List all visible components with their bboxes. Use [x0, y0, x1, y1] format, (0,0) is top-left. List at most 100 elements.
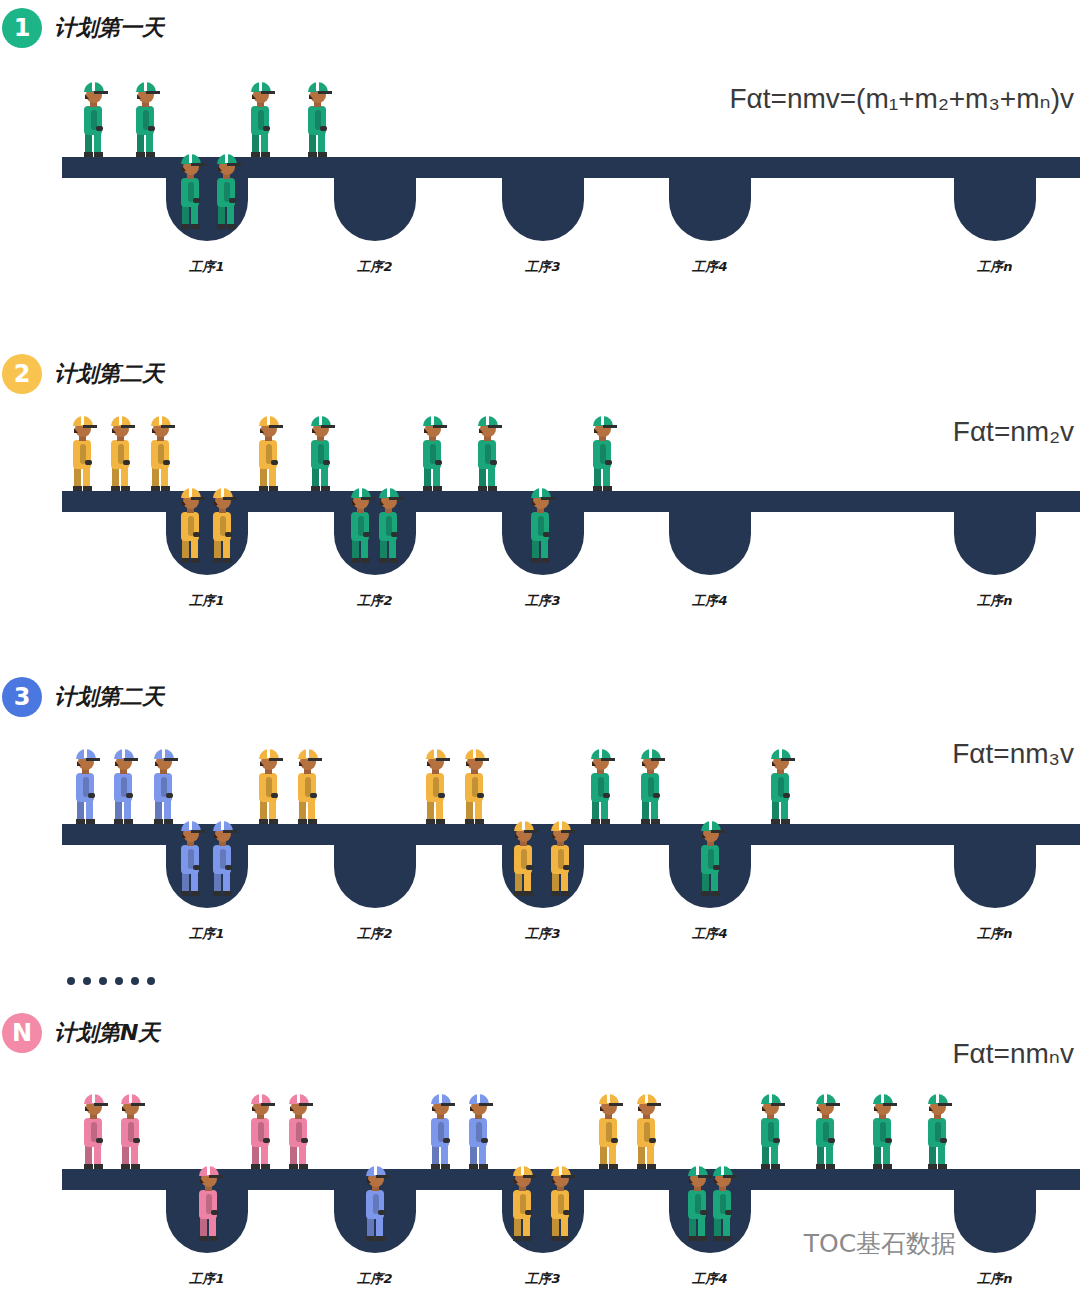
worker-glove: [229, 198, 236, 203]
worker-cap-brim: [191, 497, 205, 500]
worker-hair: [432, 1106, 436, 1111]
worker-cap: [351, 488, 371, 498]
worker-hair: [77, 761, 81, 766]
process-pit: [669, 824, 751, 908]
worker-arm: [188, 849, 194, 869]
worker-leg: [689, 1216, 696, 1238]
worker-figure: [641, 749, 665, 824]
worker-cap-stripe: [259, 1094, 262, 1103]
worker-figure: [181, 488, 205, 563]
worker-leg: [475, 799, 482, 821]
worker-glove: [481, 1138, 488, 1143]
worker-hair: [182, 833, 186, 838]
worker-body: [73, 440, 91, 469]
day-title: 计划第一天: [54, 13, 164, 43]
worker-cap: [289, 1094, 309, 1104]
worker-body: [514, 845, 532, 874]
worker-boot: [423, 486, 432, 491]
worker-leg: [433, 466, 440, 488]
worker-cap-stripe: [387, 488, 390, 497]
worker-leg: [122, 1144, 129, 1166]
worker-cap-brim: [711, 830, 725, 833]
worker-hair: [762, 1106, 766, 1111]
worker-cap: [114, 749, 134, 759]
worker-body: [289, 1118, 307, 1147]
worker-leg: [290, 1144, 297, 1166]
worker-cap: [217, 154, 237, 164]
worker-cap-brim: [561, 1175, 575, 1178]
worker-cap: [151, 416, 171, 426]
worker-body: [423, 440, 441, 469]
worker-cap-brim: [541, 497, 555, 500]
worker-figure: [426, 749, 450, 824]
worker-leg: [436, 799, 443, 821]
worker-leg: [321, 466, 328, 488]
worker-boot: [711, 891, 720, 896]
worker-cap-stripe: [221, 821, 224, 830]
worker-glove: [263, 1138, 270, 1143]
worker-figure: [114, 749, 138, 824]
worker-glove: [323, 460, 330, 465]
worker-body: [311, 440, 329, 469]
worker-boot: [637, 1164, 646, 1169]
worker-cap: [73, 416, 93, 426]
worker-boot: [647, 1164, 656, 1169]
worker-boot: [609, 1164, 618, 1169]
worker-boot: [441, 1164, 450, 1169]
worker-cap-brim: [488, 425, 502, 428]
worker-boot: [688, 1236, 697, 1241]
worker-boot: [531, 558, 540, 563]
worker-leg: [600, 1144, 607, 1166]
process-pit: [334, 491, 416, 575]
worker-boot: [227, 224, 236, 229]
worker-boot: [213, 891, 222, 896]
worker-figure: [928, 1094, 952, 1169]
worker-boot: [488, 486, 497, 491]
worker-leg: [309, 132, 316, 154]
worker-cap: [76, 749, 96, 759]
worker-figure: [593, 416, 617, 491]
worker-leg: [299, 1144, 306, 1166]
worker-body: [637, 1118, 655, 1147]
process-pit: [954, 824, 1036, 908]
worker-hair: [817, 1106, 821, 1111]
worker-cap: [469, 1094, 489, 1104]
worker-boot: [761, 1164, 770, 1169]
worker-figure: [816, 1094, 840, 1169]
process-label: 工序3: [525, 925, 560, 943]
worker-arm: [778, 777, 784, 797]
worker-figure: [136, 82, 160, 157]
worker-cap: [181, 821, 201, 831]
worker-boot: [76, 819, 85, 824]
worker-boot: [551, 891, 560, 896]
worker-leg: [161, 466, 168, 488]
worker-leg: [77, 799, 84, 821]
worker-cap-stripe: [439, 1094, 442, 1103]
worker-leg: [929, 1144, 936, 1166]
worker-leg: [200, 1216, 207, 1238]
worker-cap: [514, 821, 534, 831]
worker-glove: [133, 1138, 140, 1143]
worker-cap-brim: [475, 758, 489, 761]
worker-leg: [466, 799, 473, 821]
worker-glove: [363, 532, 370, 537]
worker-cap-brim: [436, 758, 450, 761]
worker-boot: [191, 891, 200, 896]
worker-figure: [431, 1094, 455, 1169]
worker-cap-brim: [261, 91, 275, 94]
worker-arm: [476, 1122, 482, 1142]
worker-arm: [472, 777, 478, 797]
worker-boot: [651, 819, 660, 824]
worker-leg: [252, 1144, 259, 1166]
worker-cap-stripe: [559, 1166, 562, 1175]
worker-hair: [466, 761, 470, 766]
worker-body: [513, 1190, 531, 1219]
worker-cap: [213, 821, 233, 831]
worker-boot: [213, 558, 222, 563]
worker-arm: [768, 1122, 774, 1142]
worker-boot: [436, 819, 445, 824]
worker-boot: [124, 819, 133, 824]
process-label: 工序3: [525, 258, 560, 276]
worker-cap-stripe: [92, 82, 95, 91]
worker-cap-stripe: [881, 1094, 884, 1103]
